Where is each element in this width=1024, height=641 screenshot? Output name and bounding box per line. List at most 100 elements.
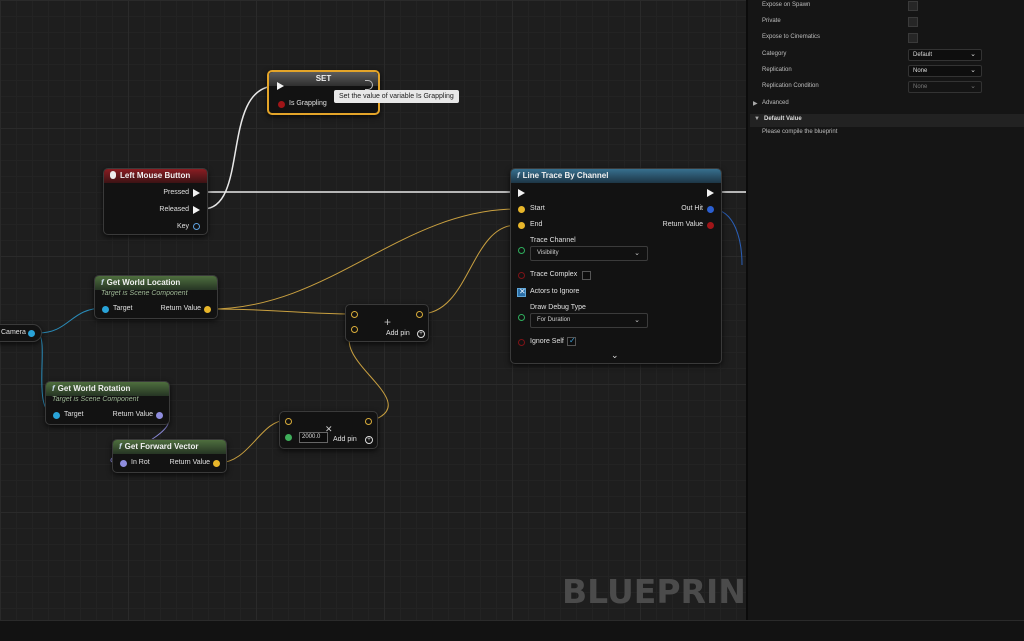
lt-actors-ignore-label: Actors to Ignore xyxy=(530,288,580,295)
add1-out-pin[interactable] xyxy=(416,311,423,318)
default-value-label: Default Value xyxy=(764,116,802,122)
gwr-return-pin[interactable] xyxy=(156,412,163,419)
add1-in-a-pin[interactable] xyxy=(351,311,358,318)
camera-pin[interactable] xyxy=(28,330,35,337)
lt-end-label: End xyxy=(530,221,543,228)
gwl-title: Get World Location xyxy=(106,278,181,287)
gwl-target-label: Target xyxy=(113,305,133,312)
ignore-self-checkbox[interactable] xyxy=(567,336,576,346)
lt-title: Line Trace By Channel xyxy=(522,171,609,180)
replication-dropdown[interactable]: None ⌄ xyxy=(908,65,982,77)
lt-trace-complex-pin[interactable] xyxy=(518,272,525,279)
lt-ignore-self-label: Ignore Self xyxy=(530,338,564,345)
lt-outhit-pin[interactable] xyxy=(707,206,714,213)
trace-channel-dropdown[interactable]: Visibility ⌄ xyxy=(530,246,648,261)
lt-exec-out-pin[interactable] xyxy=(707,189,714,197)
actors-to-ignore-pin[interactable] xyxy=(517,287,526,297)
gfv-title: Get Forward Vector xyxy=(124,442,199,451)
lt-return-pin[interactable] xyxy=(707,222,714,229)
add2-add-pin-icon[interactable]: + xyxy=(365,436,373,444)
is-grappling-pin[interactable] xyxy=(278,101,285,108)
gfv-return-pin[interactable] xyxy=(213,460,220,467)
replication-row: Replication None ⌄ xyxy=(748,65,1024,81)
compile-message: Please compile the blueprint xyxy=(762,129,838,135)
chevron-down-icon: ⌄ xyxy=(970,67,976,74)
gwr-target-pin[interactable] xyxy=(53,412,60,419)
expose-on-spawn-checkbox[interactable] xyxy=(908,1,918,11)
add2-in-a-pin[interactable] xyxy=(285,418,292,425)
set-node[interactable]: SET Is Grappling xyxy=(267,70,380,115)
private-checkbox[interactable] xyxy=(908,17,918,27)
pressed-pin[interactable] xyxy=(193,189,200,197)
tooltip: Set the value of variable Is Grappling xyxy=(334,90,459,103)
replication-condition-dropdown[interactable]: None ⌄ xyxy=(908,81,982,93)
exec-wire-released xyxy=(202,85,277,210)
lt-exec-in-pin[interactable] xyxy=(518,189,525,197)
chevron-down-icon: ⌄ xyxy=(970,51,976,58)
draw-debug-value: For Duration xyxy=(537,317,571,323)
camera-label: Camera xyxy=(1,329,26,336)
category-value: Default xyxy=(913,52,933,58)
key-label: Key xyxy=(176,223,189,230)
released-label: Released xyxy=(159,206,189,213)
add2-value-field[interactable]: 2000.0 xyxy=(299,432,328,443)
lt-ignore-self-pin[interactable] xyxy=(518,339,525,346)
private-row: Private xyxy=(748,16,1024,32)
blueprint-watermark: BLUEPRINT xyxy=(562,572,746,611)
expose-cinematics-checkbox[interactable] xyxy=(908,33,918,43)
vector-wire-fwd xyxy=(217,419,288,464)
add1-plus-icon: + xyxy=(384,315,392,329)
gwr-subtitle: Target is Scene Component xyxy=(52,396,139,403)
category-row: Category Default ⌄ xyxy=(748,49,1024,65)
gwl-return-pin[interactable] xyxy=(204,306,211,313)
draw-debug-dropdown[interactable]: For Duration ⌄ xyxy=(530,313,648,328)
released-pin[interactable] xyxy=(193,206,200,214)
blueprint-graph[interactable]: SET Is Grappling Set the value of variab… xyxy=(0,0,746,620)
trace-complex-checkbox[interactable] xyxy=(582,271,591,280)
lt-start-label: Start xyxy=(530,205,545,212)
add2-add-pin-label[interactable]: Add pin xyxy=(333,436,357,443)
replication-condition-value: None xyxy=(913,84,928,90)
lmb-title: Left Mouse Button xyxy=(120,171,191,180)
exec-in-pin[interactable] xyxy=(277,82,284,90)
details-panel: Expose on Spawn Private Expose to Cinema… xyxy=(746,0,1024,620)
add1-in-b-pin[interactable] xyxy=(351,326,358,333)
lt-trace-channel-label: Trace Channel xyxy=(530,237,576,244)
add2-in-b-pin[interactable] xyxy=(285,434,292,441)
add1-add-pin-label[interactable]: Add pin xyxy=(386,330,410,337)
left-mouse-button-node[interactable]: Left Mouse Button Pressed Released Key xyxy=(103,168,208,235)
camera-node[interactable]: Camera xyxy=(0,324,42,342)
lt-end-pin[interactable] xyxy=(518,222,525,229)
add-node-2[interactable]: ✕ 2000.0 Add pin + xyxy=(279,411,378,449)
gwr-title: Get World Rotation xyxy=(57,384,131,393)
gfv-inrot-pin[interactable] xyxy=(120,460,127,467)
lt-return-label: Return Value xyxy=(662,221,703,228)
expand-chevron-icon[interactable]: ⌄ xyxy=(611,350,619,360)
gwl-subtitle: Target is Scene Component xyxy=(101,290,188,297)
advanced-label: Advanced xyxy=(762,100,789,106)
lt-draw-debug-pin[interactable] xyxy=(518,314,525,321)
exec-out-pin-outline xyxy=(365,80,373,90)
replication-value: None xyxy=(913,68,928,74)
set-node-title: SET xyxy=(269,72,378,86)
compile-message-row: Please compile the blueprint xyxy=(748,127,1024,143)
lt-start-pin[interactable] xyxy=(518,206,525,213)
gwl-target-pin[interactable] xyxy=(102,306,109,313)
add2-out-pin[interactable] xyxy=(365,418,372,425)
lt-trace-channel-pin[interactable] xyxy=(518,247,525,254)
trace-channel-value: Visibility xyxy=(537,250,559,256)
default-value-section[interactable]: ▼ Default Value xyxy=(750,114,1024,127)
key-pin[interactable] xyxy=(193,223,200,230)
advanced-row[interactable]: ▶ Advanced xyxy=(748,98,1024,114)
add1-add-pin-icon[interactable]: + xyxy=(417,330,425,338)
category-dropdown[interactable]: Default ⌄ xyxy=(908,49,982,61)
bottom-bar xyxy=(0,620,1024,641)
add2-close-icon[interactable]: ✕ xyxy=(325,424,333,434)
add-node-1[interactable]: + Add pin + xyxy=(345,304,429,342)
